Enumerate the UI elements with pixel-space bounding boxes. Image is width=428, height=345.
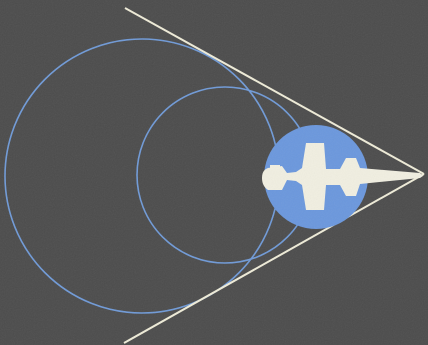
cone-diagram: [0, 0, 428, 345]
paper-grain-texture: [0, 0, 428, 345]
diagram-canvas: [0, 0, 428, 345]
